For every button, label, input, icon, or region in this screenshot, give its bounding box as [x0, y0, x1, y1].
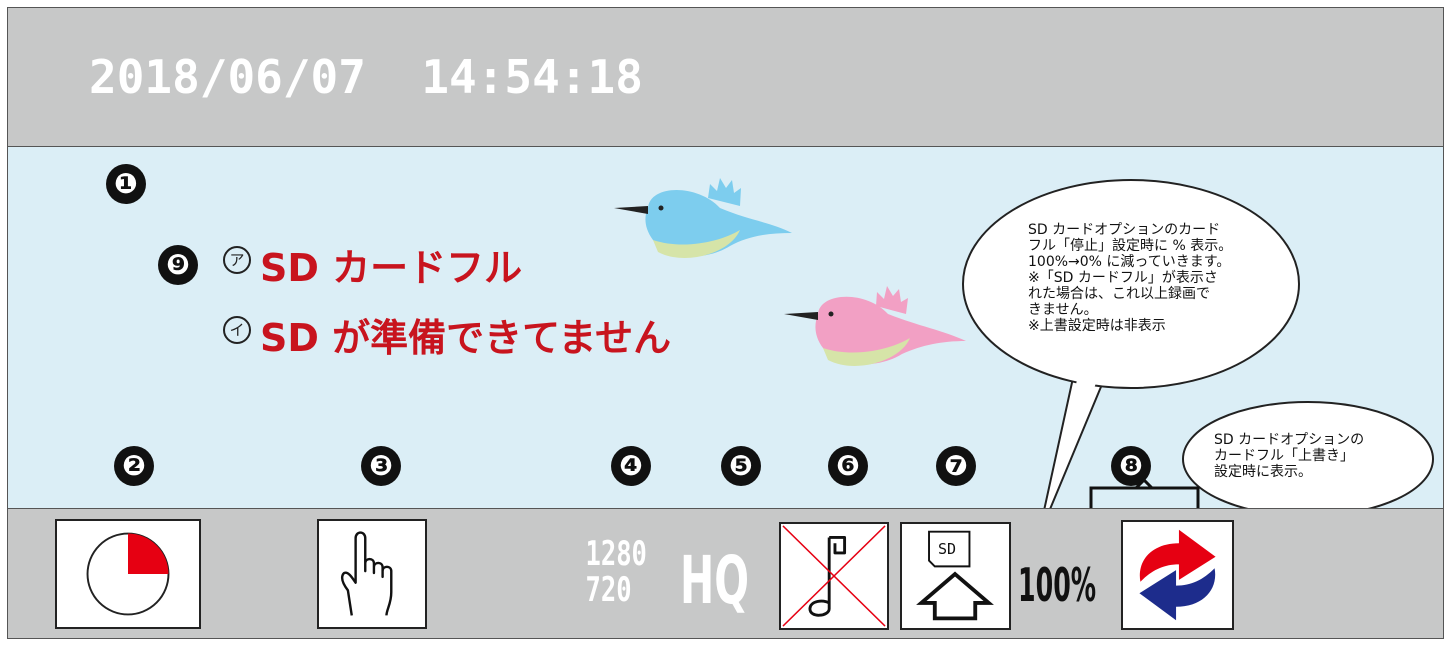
resolution-height: 720	[585, 570, 632, 610]
overlay-graphics	[614, 178, 1434, 539]
quality-indicator: HQ	[680, 542, 750, 619]
audio-off-icon	[779, 522, 889, 630]
sd-card-full-message: SD カードフル	[260, 246, 523, 290]
marker-2: ❷	[114, 446, 154, 486]
stop-setting-callout	[962, 179, 1300, 539]
bird-blue-icon	[614, 178, 792, 258]
touch-hand-icon	[317, 519, 427, 629]
marker-5: ❺	[721, 446, 761, 486]
marker-7: ❼	[936, 446, 976, 486]
stop-setting-callout-text: SD カードオプションのカード フル「停止」設定時に % 表示。 100%→0%…	[1028, 222, 1233, 334]
timer-icon	[55, 519, 201, 629]
camera-screen: 2018/06/07 14:54:18 ❶ ❾ ❷ ❸ ❹ ❺ ❻ ❼ ❽ ア …	[7, 7, 1444, 639]
datetime-display: 2018/06/07 14:54:18	[89, 50, 643, 104]
resolution-display: 1280 720	[585, 534, 647, 610]
message-symbol-i: イ	[223, 316, 251, 344]
sd-icon-label: SD	[938, 540, 957, 558]
bird-pink-icon	[784, 286, 966, 366]
marker-8-bracket	[1089, 477, 1200, 508]
message-symbol-a: ア	[223, 246, 251, 274]
marker-6: ❻	[828, 446, 868, 486]
sd-not-ready-message: SD が準備できてません	[260, 316, 672, 360]
top-status-bar: 2018/06/07 14:54:18	[8, 8, 1443, 147]
overwrite-icon	[1121, 520, 1234, 630]
marker-4: ❹	[611, 446, 651, 486]
overwrite-setting-callout-text: SD カードオプションの カードフル「上書き」 設定時に表示。	[1214, 432, 1365, 480]
sd-card-upload-icon: SD	[900, 522, 1011, 630]
resolution-width: 1280	[585, 534, 647, 574]
marker-9: ❾	[158, 245, 198, 285]
marker-3: ❸	[361, 446, 401, 486]
marker-1: ❶	[106, 164, 146, 204]
sd-capacity-percentage: 100%	[1018, 558, 1097, 612]
